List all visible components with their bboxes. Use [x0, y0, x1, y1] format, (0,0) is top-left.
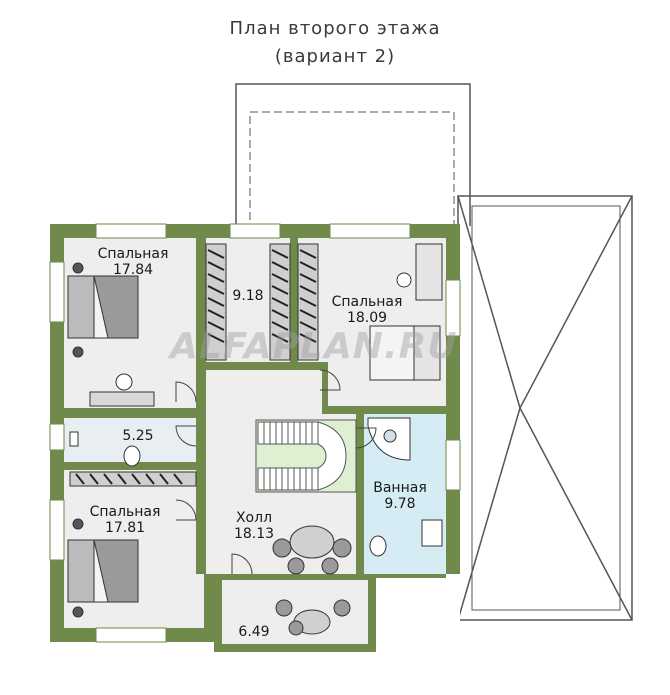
room-balcony-area: 6.49 [238, 624, 270, 640]
balcony [214, 574, 376, 652]
room-hall-area: 18.13 [233, 526, 275, 542]
plan-title: План второго этажа [229, 18, 441, 39]
room-wc: 5.25 [116, 428, 160, 444]
roof-projection [235, 83, 471, 227]
bed-bottom-left [67, 518, 139, 618]
wardrobe-hangers [75, 249, 317, 485]
bath-fixtures [367, 417, 443, 557]
hall-table [272, 525, 352, 575]
room-wc-area: 5.25 [122, 428, 154, 444]
room-bedroom1-area: 17.84 [112, 262, 154, 278]
room-hall-name: Холл [235, 510, 273, 526]
room-bedroom3: Спальная 17.81 [80, 504, 170, 536]
room-bathroom-name: Ванная [373, 480, 427, 496]
windows [49, 223, 461, 643]
room-closet1: 9.18 [226, 288, 270, 304]
room-bathroom: Ванная 9.78 [364, 480, 436, 512]
room-bedroom2-name: Спальная [331, 294, 403, 310]
room-bedroom2: Спальная 18.09 [322, 294, 412, 326]
balcony-table [275, 599, 351, 636]
room-closet1-area: 9.18 [232, 288, 264, 304]
room-bathroom-area: 9.78 [384, 496, 416, 512]
wardrobes [69, 243, 319, 487]
room-hall: Холл 18.13 [226, 510, 282, 542]
bedroom-right-furniture [369, 243, 443, 381]
room-bedroom1-name: Спальная [97, 246, 169, 262]
bed-top-left [67, 262, 139, 358]
doors [175, 369, 377, 575]
room-bedroom2-area: 18.09 [346, 310, 388, 326]
interior-walls [64, 238, 446, 574]
staircase [255, 419, 357, 493]
plan-subtitle: (вариант 2) [274, 46, 396, 67]
roof-outline [457, 195, 633, 621]
room-bedroom3-name: Спальная [89, 504, 161, 520]
room-bedroom3-area: 17.81 [104, 520, 146, 536]
watermark: ALFAPLAN.RU [170, 326, 458, 367]
wc-fixtures [69, 431, 141, 467]
room-balcony: 6.49 [230, 624, 278, 640]
room-bedroom1: Спальная 17.84 [88, 246, 178, 278]
desk [89, 373, 155, 407]
